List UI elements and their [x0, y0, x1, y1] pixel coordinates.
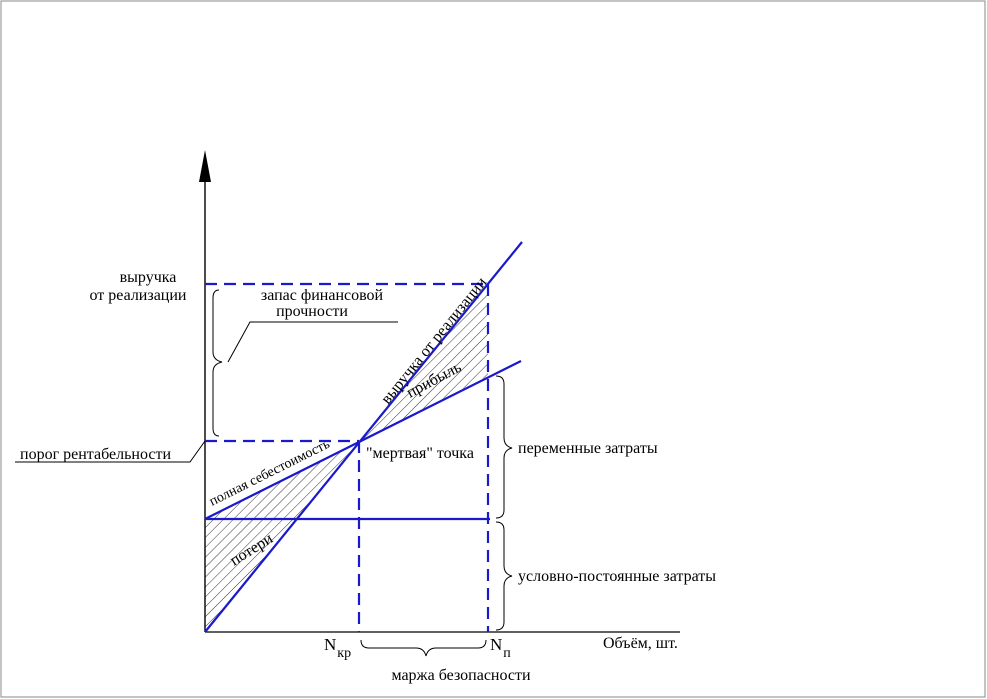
left-brace	[212, 289, 223, 437]
variable-costs-label: переменные затраты	[518, 440, 658, 457]
x-axis-label: Объём, шт.	[603, 635, 678, 652]
safety-margin-label: маржа безопасности	[391, 667, 531, 684]
revenue-line	[204, 241, 523, 633]
finance-margin-label-1: запас финансовой	[261, 287, 384, 304]
n-kr-label: Nкр	[324, 635, 351, 661]
revenue-axis-label-1: выручка	[120, 269, 177, 286]
dead-point-label: "мертвая" точка	[366, 445, 474, 462]
variable-costs-brace	[495, 375, 513, 519]
safety-margin-brace	[360, 639, 487, 657]
finance-margin-label-2: прочности	[276, 303, 348, 320]
fixed-costs-brace	[495, 521, 513, 631]
dashed-guides	[205, 282, 490, 632]
fixed-costs-label: условно-постоянные затраты	[518, 568, 716, 585]
breakeven-threshold-label: порог рентабельности	[20, 446, 171, 463]
threshold-leader	[15, 440, 206, 463]
finance-margin-leader	[227, 321, 398, 363]
total-cost-line	[204, 360, 522, 520]
y-axis-arrow	[199, 150, 211, 182]
revenue-axis-label-2: от реализации	[90, 287, 187, 304]
n-p-label: Nп	[490, 635, 511, 661]
